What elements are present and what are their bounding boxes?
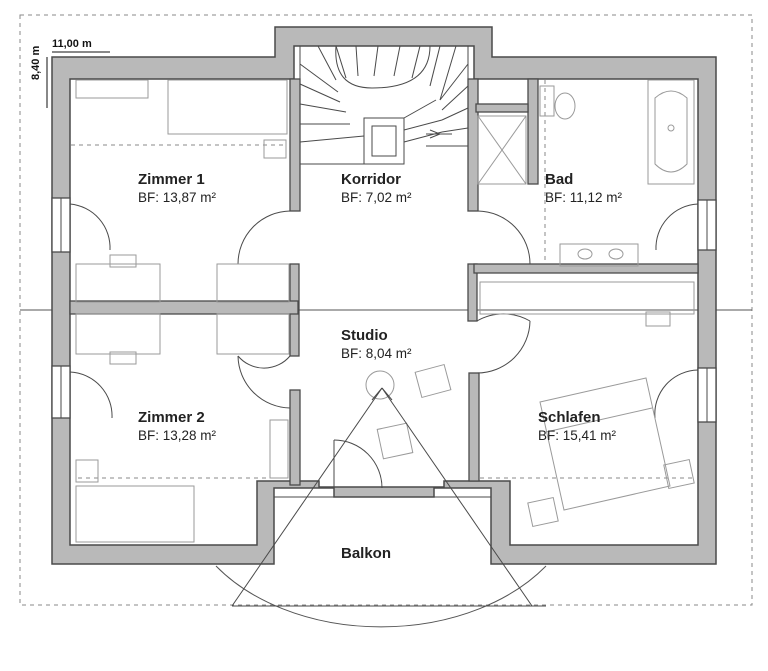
room-area: BF: 13,28 m² (138, 428, 217, 443)
room-area: BF: 13,87 m² (138, 190, 217, 205)
room-name: Schlafen (538, 409, 601, 426)
dimension-lines (46, 51, 110, 108)
width-dimension-label: 11,00 m (52, 38, 92, 50)
furniture (75, 79, 695, 543)
room-area: BF: 11,12 m² (545, 190, 623, 205)
interior-walls (51, 78, 717, 486)
room-name: Zimmer 2 (138, 409, 205, 426)
room-area: BF: 8,04 m² (341, 346, 412, 361)
room-area: BF: 15,41 m² (538, 428, 617, 443)
walls (51, 26, 717, 565)
room-name: Balkon (341, 545, 392, 562)
room-name: Bad (545, 171, 574, 188)
room-name: Zimmer 1 (138, 171, 205, 188)
room-schlafen: Schlafen BF: 15,41 m² (538, 409, 616, 444)
room-area: BF: 7,02 m² (341, 190, 412, 205)
room-balkon: Balkon (341, 545, 391, 563)
room-zimmer-1: Zimmer 1 BF: 13,87 m² (138, 171, 216, 206)
room-studio: Studio BF: 8,04 m² (341, 327, 412, 362)
depth-dimension-label: 8,40 m (30, 45, 42, 80)
room-korridor: Korridor BF: 7,02 m² (341, 171, 412, 206)
windows (52, 197, 716, 423)
room-name: Studio (341, 327, 388, 344)
room-zimmer-2: Zimmer 2 BF: 13,28 m² (138, 409, 216, 444)
balcony (215, 387, 547, 628)
door-swings (237, 210, 531, 497)
room-bad: Bad BF: 11,12 m² (545, 171, 622, 206)
room-name: Korridor (341, 171, 401, 188)
staircase (299, 45, 469, 165)
